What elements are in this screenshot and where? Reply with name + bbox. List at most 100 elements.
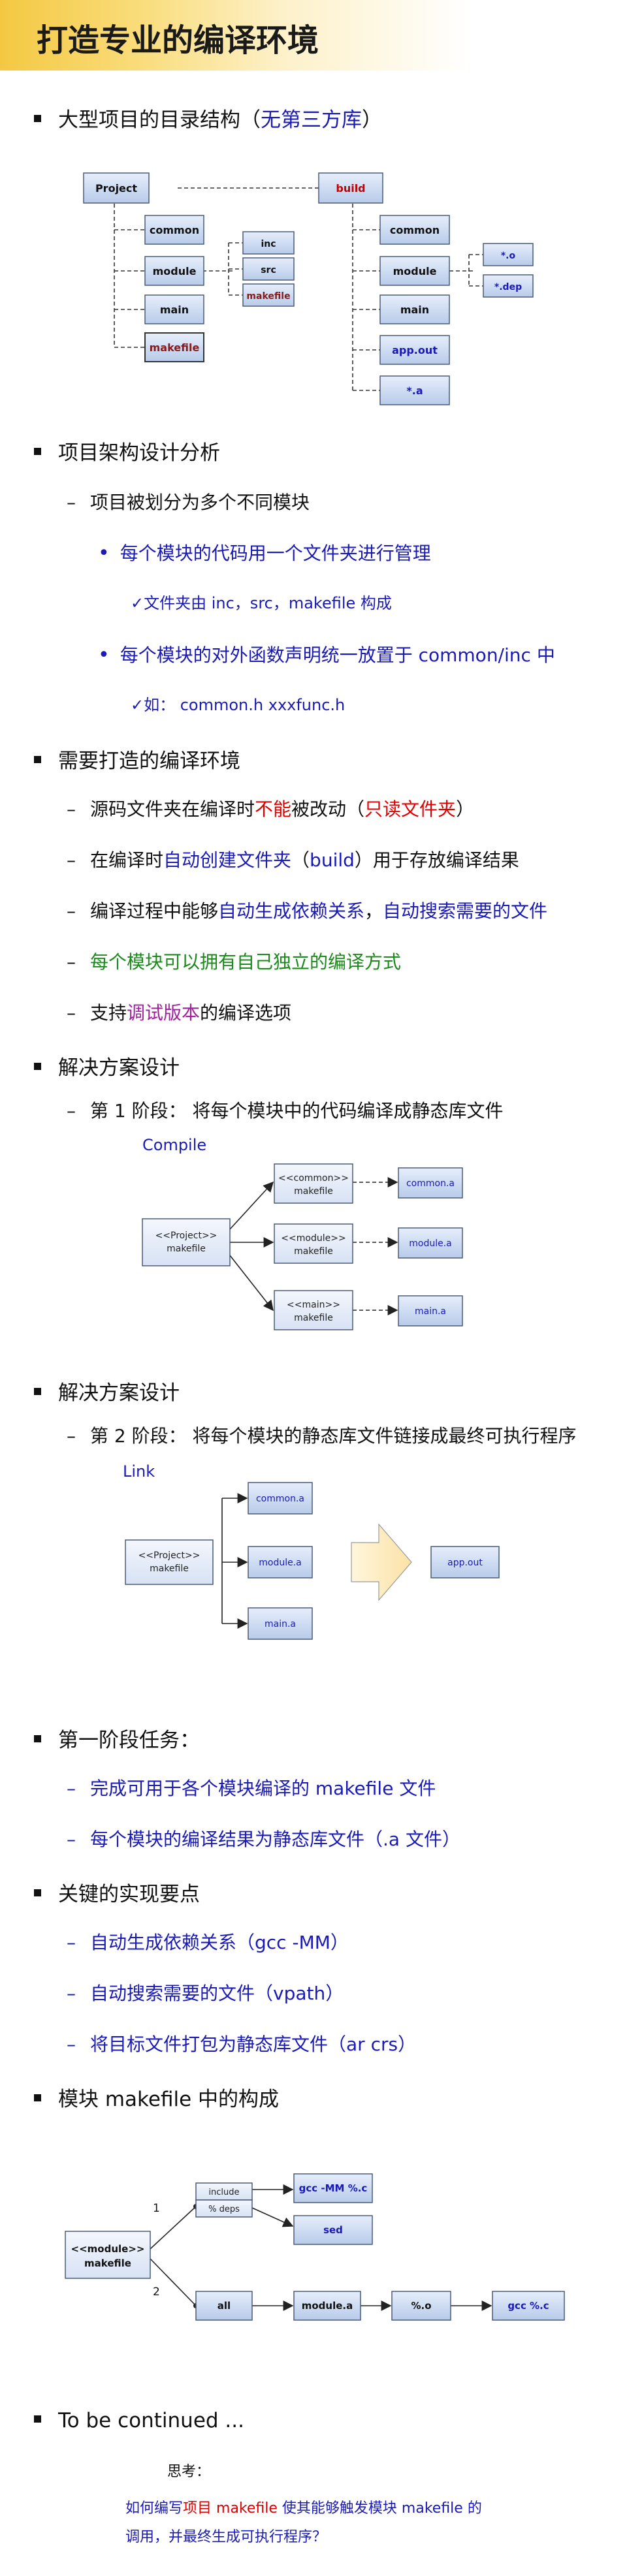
s3-heading-text: 需要打造的编译环境 — [58, 749, 240, 773]
s9-heading-text: To be continued ... — [58, 2409, 244, 2432]
s1-highlight: 无第三方库 — [261, 108, 362, 132]
node-app-out: app.out — [392, 344, 438, 356]
s2-heading: 项目架构设计分析 — [34, 436, 220, 465]
node-star-dep: *.dep — [494, 282, 522, 292]
s3-i5-a: 支持 — [90, 1002, 127, 1024]
s3-i5-c: 的编译选项 — [200, 1002, 292, 1024]
s1-suffix: ） — [362, 108, 382, 132]
mk-gcc-c: gcc %.c — [507, 2300, 549, 2312]
s3-i3-b: 自动生成依赖关系 — [218, 900, 365, 922]
compile-main-stereotype: <<main>> — [287, 1300, 340, 1310]
s5-stage: –第 2 阶段： 将每个模块的静态库文件链接成最终可执行程序 — [67, 1425, 577, 1447]
s7-item-1: –自动生成依赖关系（gcc -MM） — [67, 1932, 349, 1953]
node-build-main: main — [400, 304, 429, 316]
s3-i2-b: 自动创建文件夹 — [163, 849, 292, 871]
mk-pct-o: %.o — [411, 2300, 431, 2312]
link-project-stereotype: <<Project>> — [138, 1550, 201, 1561]
bullet-square-icon — [34, 1063, 41, 1070]
bullet-square-icon — [34, 448, 41, 455]
directory-structure-diagram: Project build common module main makefil… — [83, 172, 534, 405]
node-common: common — [150, 224, 199, 236]
s2-check-1: ✓文件夹由 inc，src，makefile 构成 — [131, 590, 392, 613]
think-question-line1: 如何编写项目 makefile 使其能够触发模块 makefile 的 — [125, 2496, 482, 2517]
compile-project-stereotype: <<Project>> — [155, 1231, 217, 1241]
mk-gcc-mm: gcc -MM %.c — [299, 2182, 368, 2194]
compile-module-a: module.a — [409, 1238, 452, 1249]
s7-item-2: –自动搜索需要的文件（vpath） — [67, 1983, 344, 2004]
mk-all: all — [217, 2300, 231, 2312]
node-build-common: common — [390, 224, 440, 236]
page-title: 打造专业的编译环境 — [37, 22, 319, 59]
s8-heading-text: 模块 makefile 中的构成 — [58, 2088, 280, 2111]
s6-heading-text: 第一阶段任务： — [58, 1729, 200, 1752]
bullet-square-icon — [34, 1735, 41, 1742]
s3-i2-e: ）用于存放编译结果 — [354, 849, 519, 871]
node-inc: inc — [261, 239, 276, 249]
link-diagram: Link <<Project>> makefile common.a modul… — [123, 1462, 500, 1640]
s3-i1-a: 源码文件夹在编译时 — [90, 798, 255, 820]
s7-item-3: –将目标文件打包为静态库文件（ar crs） — [67, 2034, 417, 2055]
s1-text: 大型项目的目录结构（ — [58, 108, 261, 132]
s2-sub-text: 项目被划分为多个不同模块 — [90, 492, 310, 513]
mk-include: include — [208, 2188, 239, 2197]
s2-bullet-1: •每个模块的代码用一个文件夹进行管理 — [98, 539, 431, 565]
s7-i1-text: 自动生成依赖关系（gcc -MM） — [90, 1932, 349, 1953]
mk-deps: % deps — [208, 2205, 240, 2214]
compile-main-makefile: makefile — [294, 1313, 333, 1323]
node-main: main — [160, 304, 189, 316]
s3-item-2: –在编译时自动创建文件夹（build）用于存放编译结果 — [67, 849, 519, 871]
mk-sed: sed — [323, 2224, 343, 2236]
s3-i2-a: 在编译时 — [90, 849, 164, 871]
s3-i1-b: 不能 — [255, 798, 292, 820]
s3-i1-c: 被改动（ — [291, 798, 365, 820]
node-sub-makefile: makefile — [246, 291, 290, 302]
mk-branch-1: 1 — [153, 2202, 160, 2215]
compile-module-makefile: makefile — [294, 1246, 333, 1257]
compile-main-a: main.a — [415, 1306, 446, 1317]
s1-heading: 大型项目的目录结构（无第三方库） — [34, 103, 382, 133]
bullet-square-icon — [34, 2094, 41, 2101]
s6-i1-text: 完成可用于各个模块编译的 makefile 文件 — [90, 1778, 436, 1799]
s7-i3-text: 将目标文件打包为静态库文件（ar crs） — [90, 2034, 417, 2055]
s2-heading-text: 项目架构设计分析 — [58, 441, 220, 465]
s2-b1-check-text: 文件夹由 inc，src，makefile 构成 — [144, 594, 392, 612]
s6-item-1: –完成可用于各个模块编译的 makefile 文件 — [67, 1778, 436, 1799]
bullet-square-icon — [34, 1388, 41, 1395]
s2-b1-text: 每个模块的代码用一个文件夹进行管理 — [120, 542, 431, 564]
s4-heading-text: 解决方案设计 — [58, 1056, 180, 1080]
s3-i3-d: 自动搜索需要的文件 — [383, 900, 548, 922]
compile-label: Compile — [142, 1136, 206, 1154]
node-module: module — [153, 265, 197, 277]
check-icon: ✓ — [131, 594, 144, 612]
s8-heading: 模块 makefile 中的构成 — [34, 2082, 279, 2112]
s7-heading-text: 关键的实现要点 — [58, 1883, 200, 1906]
s5-stage-text: 第 2 阶段： 将每个模块的静态库文件链接成最终可执行程序 — [90, 1425, 577, 1447]
link-app-out: app.out — [447, 1558, 483, 1568]
link-label: Link — [123, 1462, 155, 1481]
bullet-square-icon — [34, 1889, 41, 1896]
s4-stage: –第 1 阶段： 将每个模块中的代码编译成静态库文件 — [67, 1100, 504, 1122]
s3-item-5: –支持调试版本的编译选项 — [67, 1002, 292, 1024]
q1a: 如何编写 — [125, 2500, 184, 2517]
compile-module-stereotype: <<module>> — [281, 1233, 346, 1244]
link-project-makefile: makefile — [150, 1563, 189, 1574]
s3-i2-d: build — [310, 849, 355, 871]
bullet-dot-icon: • — [98, 644, 110, 667]
link-main-a: main.a — [265, 1619, 296, 1629]
compile-project-makefile: makefile — [167, 1244, 206, 1254]
think-question-line2: 调用，并最终生成可执行程序？ — [125, 2529, 327, 2545]
node-star-o: *.o — [501, 251, 516, 261]
s3-i3-a: 编译过程中能够 — [90, 900, 219, 922]
s5-heading: 解决方案设计 — [34, 1376, 180, 1406]
node-star-a: *.a — [406, 385, 423, 397]
module-makefile-diagram: <<module>> makefile gcc -MM %.c sed all … — [65, 2173, 565, 2321]
mk-branch-2: 2 — [153, 2285, 160, 2299]
compile-diagram: Compile <<Project>> makefile <<common>> … — [142, 1136, 463, 1330]
s4-stage-text: 第 1 阶段： 将每个模块中的代码编译成静态库文件 — [90, 1100, 504, 1122]
s3-i1-e: ） — [456, 798, 475, 820]
compile-common-makefile: makefile — [294, 1186, 333, 1197]
mk-module-stereotype: <<module>> — [71, 2243, 145, 2255]
q1e: 的 — [462, 2500, 482, 2517]
node-src: src — [261, 265, 276, 275]
link-common-a: common.a — [256, 1494, 304, 1504]
